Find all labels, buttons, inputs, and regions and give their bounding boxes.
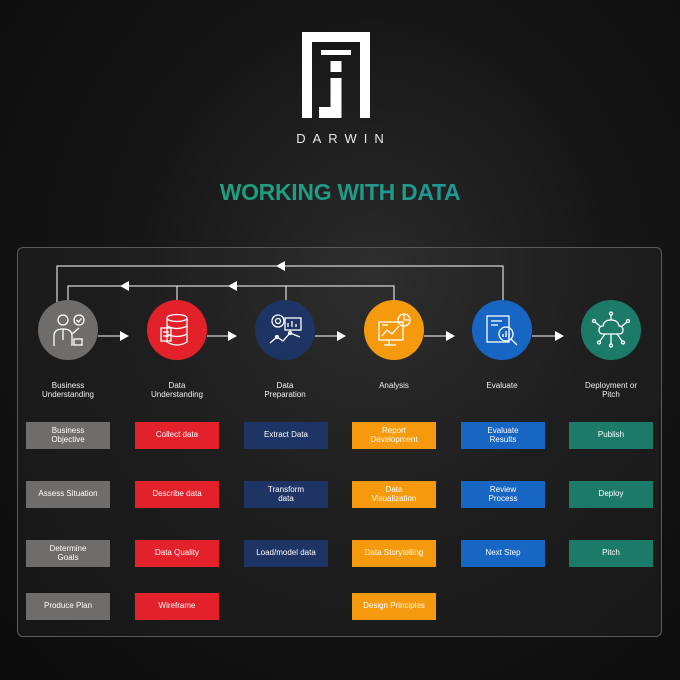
step-determine-goals: Determine Goals bbox=[26, 540, 110, 567]
stage-circle-business-understanding bbox=[38, 300, 98, 360]
step-data-visualization: Data Visualization bbox=[352, 481, 436, 508]
cloud-network-icon bbox=[591, 311, 631, 348]
step-load-model-data: Load/model data bbox=[244, 540, 328, 567]
step-pitch: Pitch bbox=[569, 540, 653, 567]
step-wireframe: Wireframe bbox=[135, 593, 219, 620]
brand-name: DARWIN bbox=[296, 131, 391, 146]
analysis-dashboard-icon bbox=[378, 313, 411, 346]
darwin-logo bbox=[302, 32, 370, 118]
stage-label-evaluate: Evaluate bbox=[486, 381, 518, 390]
stage-circle-deployment bbox=[581, 300, 641, 360]
step-business-objective: Business Objective bbox=[26, 422, 110, 449]
step-data-quality: Data Quality bbox=[135, 540, 219, 567]
stage-label-data-understanding: Data Understanding bbox=[150, 381, 204, 399]
step-transform-data: Transform data bbox=[244, 481, 328, 508]
database-icon bbox=[160, 313, 188, 346]
process-panel bbox=[17, 247, 662, 637]
step-publish: Publish bbox=[569, 422, 653, 449]
step-assess-situation: Assess Situation bbox=[26, 481, 110, 508]
step-evaluate-results: Evaluate Results bbox=[461, 422, 545, 449]
stage-label-business-understanding: Business Understanding bbox=[41, 381, 95, 399]
stage-circle-evaluate bbox=[472, 300, 532, 360]
step-describe-data: Describe data bbox=[135, 481, 219, 508]
businessman-icon bbox=[53, 314, 85, 346]
page-title: WORKING WITH DATA bbox=[0, 179, 680, 206]
stage-label-data-preparation: Data Preparation bbox=[264, 381, 306, 399]
stage-circle-data-understanding bbox=[147, 300, 207, 360]
magnifier-report-icon bbox=[486, 315, 518, 346]
stage-circle-data-preparation bbox=[255, 300, 315, 360]
stage-circle-analysis bbox=[364, 300, 424, 360]
stage-label-deployment: Deployment or Pitch bbox=[584, 381, 638, 399]
data-preparation-icon bbox=[269, 314, 302, 344]
step-next-step: Next Step bbox=[461, 540, 545, 567]
step-review-process: Review Process bbox=[461, 481, 545, 508]
step-collect-data: Collect data bbox=[135, 422, 219, 449]
step-extract-data: Extract Data bbox=[244, 422, 328, 449]
step-deploy: Deploy bbox=[569, 481, 653, 508]
step-design-principles: Design Principles bbox=[352, 593, 436, 620]
stage-label-analysis: Analysis bbox=[379, 381, 409, 390]
step-report-development: Report Development bbox=[352, 422, 436, 449]
step-produce-plan: Produce Plan bbox=[26, 593, 110, 620]
step-data-storytelling: Data Storytelling bbox=[352, 540, 436, 567]
